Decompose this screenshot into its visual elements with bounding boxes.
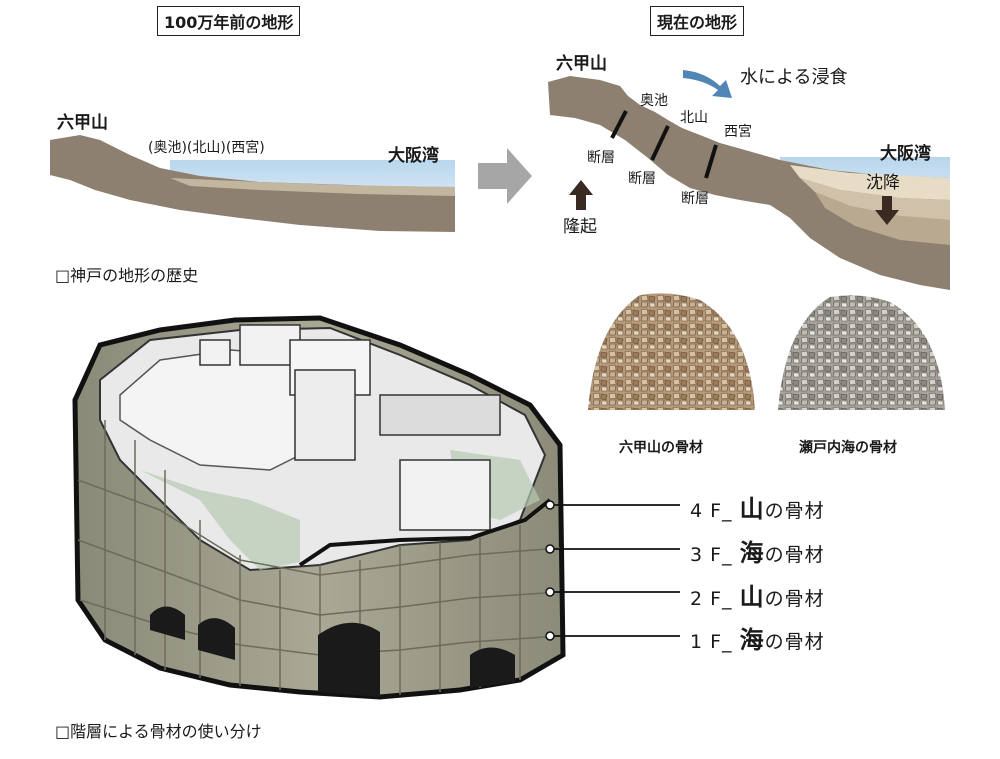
aggregate-kanji: 海 [739,626,765,654]
arch-opening-1 [150,606,185,640]
setonaikai-aggregate-image [778,295,945,410]
present-title: 現在の地形 [650,6,745,36]
arrow-right-icon [478,148,532,204]
aggregate-kanji: 山 [739,495,765,523]
fault-label-3: 断層 [681,191,709,207]
section-title-terrain-history: □神戸の地形の歴史 [55,266,199,285]
leader-dot-2f [545,587,555,597]
wall-top-edge [298,498,552,567]
subsidence-arrow-icon [875,196,899,225]
okuike-label: 奥池 [640,93,668,109]
aggregate-suffix: の骨材 [764,544,825,566]
past-title: 100万年前の地形 [157,6,301,36]
present-sediment-2 [800,178,950,220]
floor-label-4f: 4 F_ 山の骨材 [690,489,825,524]
present-land [548,76,950,290]
past-rokko-label: 六甲山 [57,113,108,133]
building-illustration [72,315,566,700]
leader-dot-1f [545,631,555,641]
present-sediment-1 [790,165,950,200]
floor-number: 3 F_ [690,544,740,566]
greenery [140,470,300,570]
aggregate-suffix: の骨材 [764,500,825,522]
erosion-arrow-icon [683,70,732,98]
fault-line-3 [704,144,718,179]
rooftop-box-4 [399,459,491,531]
aggregate-suffix: の骨材 [764,588,825,610]
floor-label-2f: 2 F_ 山の骨材 [690,577,825,612]
erosion-label: 水による浸食 [740,67,848,88]
arch-opening-3 [318,622,380,697]
aggregate-kanji: 山 [739,583,765,611]
pergola [379,394,501,436]
leader-dot-3f [545,544,555,554]
fault-label-1: 断層 [587,150,615,166]
uplift-label: 隆起 [563,217,597,237]
floor-number: 1 F_ [690,631,740,653]
uplift-arrow-icon [569,180,593,210]
floor-number: 4 F_ [690,500,740,522]
past-places-label: (奥池)(北山)(西宮) [148,140,265,156]
fault-label-2: 断層 [628,171,656,187]
setonaikai-aggregate-label: 瀬戸内海の骨材 [799,440,897,456]
rokko-aggregate-label: 六甲山の骨材 [619,440,703,456]
past-osaka-bay-label: 大阪湾 [388,146,439,166]
past-terrain-section [50,135,455,232]
section-title-floor-aggregates: □階層による骨材の使い分け [55,722,262,741]
rooftop-box-5 [199,339,231,366]
arch-opening-2 [198,618,235,660]
arch-opening-4 [470,647,515,688]
fault-line-1 [610,110,628,139]
present-terrain-section [548,70,950,290]
floor-label-3f: 3 F_ 海の骨材 [690,533,825,568]
floor-leaders [545,500,680,641]
floor-number: 2 F_ [690,588,740,610]
nishinomiya-label: 西宮 [724,124,752,140]
present-rokko-label: 六甲山 [556,54,607,74]
floor-label-1f: 1 F_ 海の骨材 [690,620,825,655]
aggregate-kanji: 海 [739,539,765,567]
rooftop-box-3 [294,369,356,461]
present-osaka-bay-label: 大阪湾 [880,144,931,164]
past-sediment [170,178,455,196]
subsidence-label: 沈降 [866,173,900,193]
fault-line-2 [650,125,670,161]
kitayama-label: 北山 [680,110,708,126]
rokko-aggregate-image [588,293,755,410]
aggregate-suffix: の骨材 [764,631,825,653]
leader-dot-4f [545,500,555,510]
